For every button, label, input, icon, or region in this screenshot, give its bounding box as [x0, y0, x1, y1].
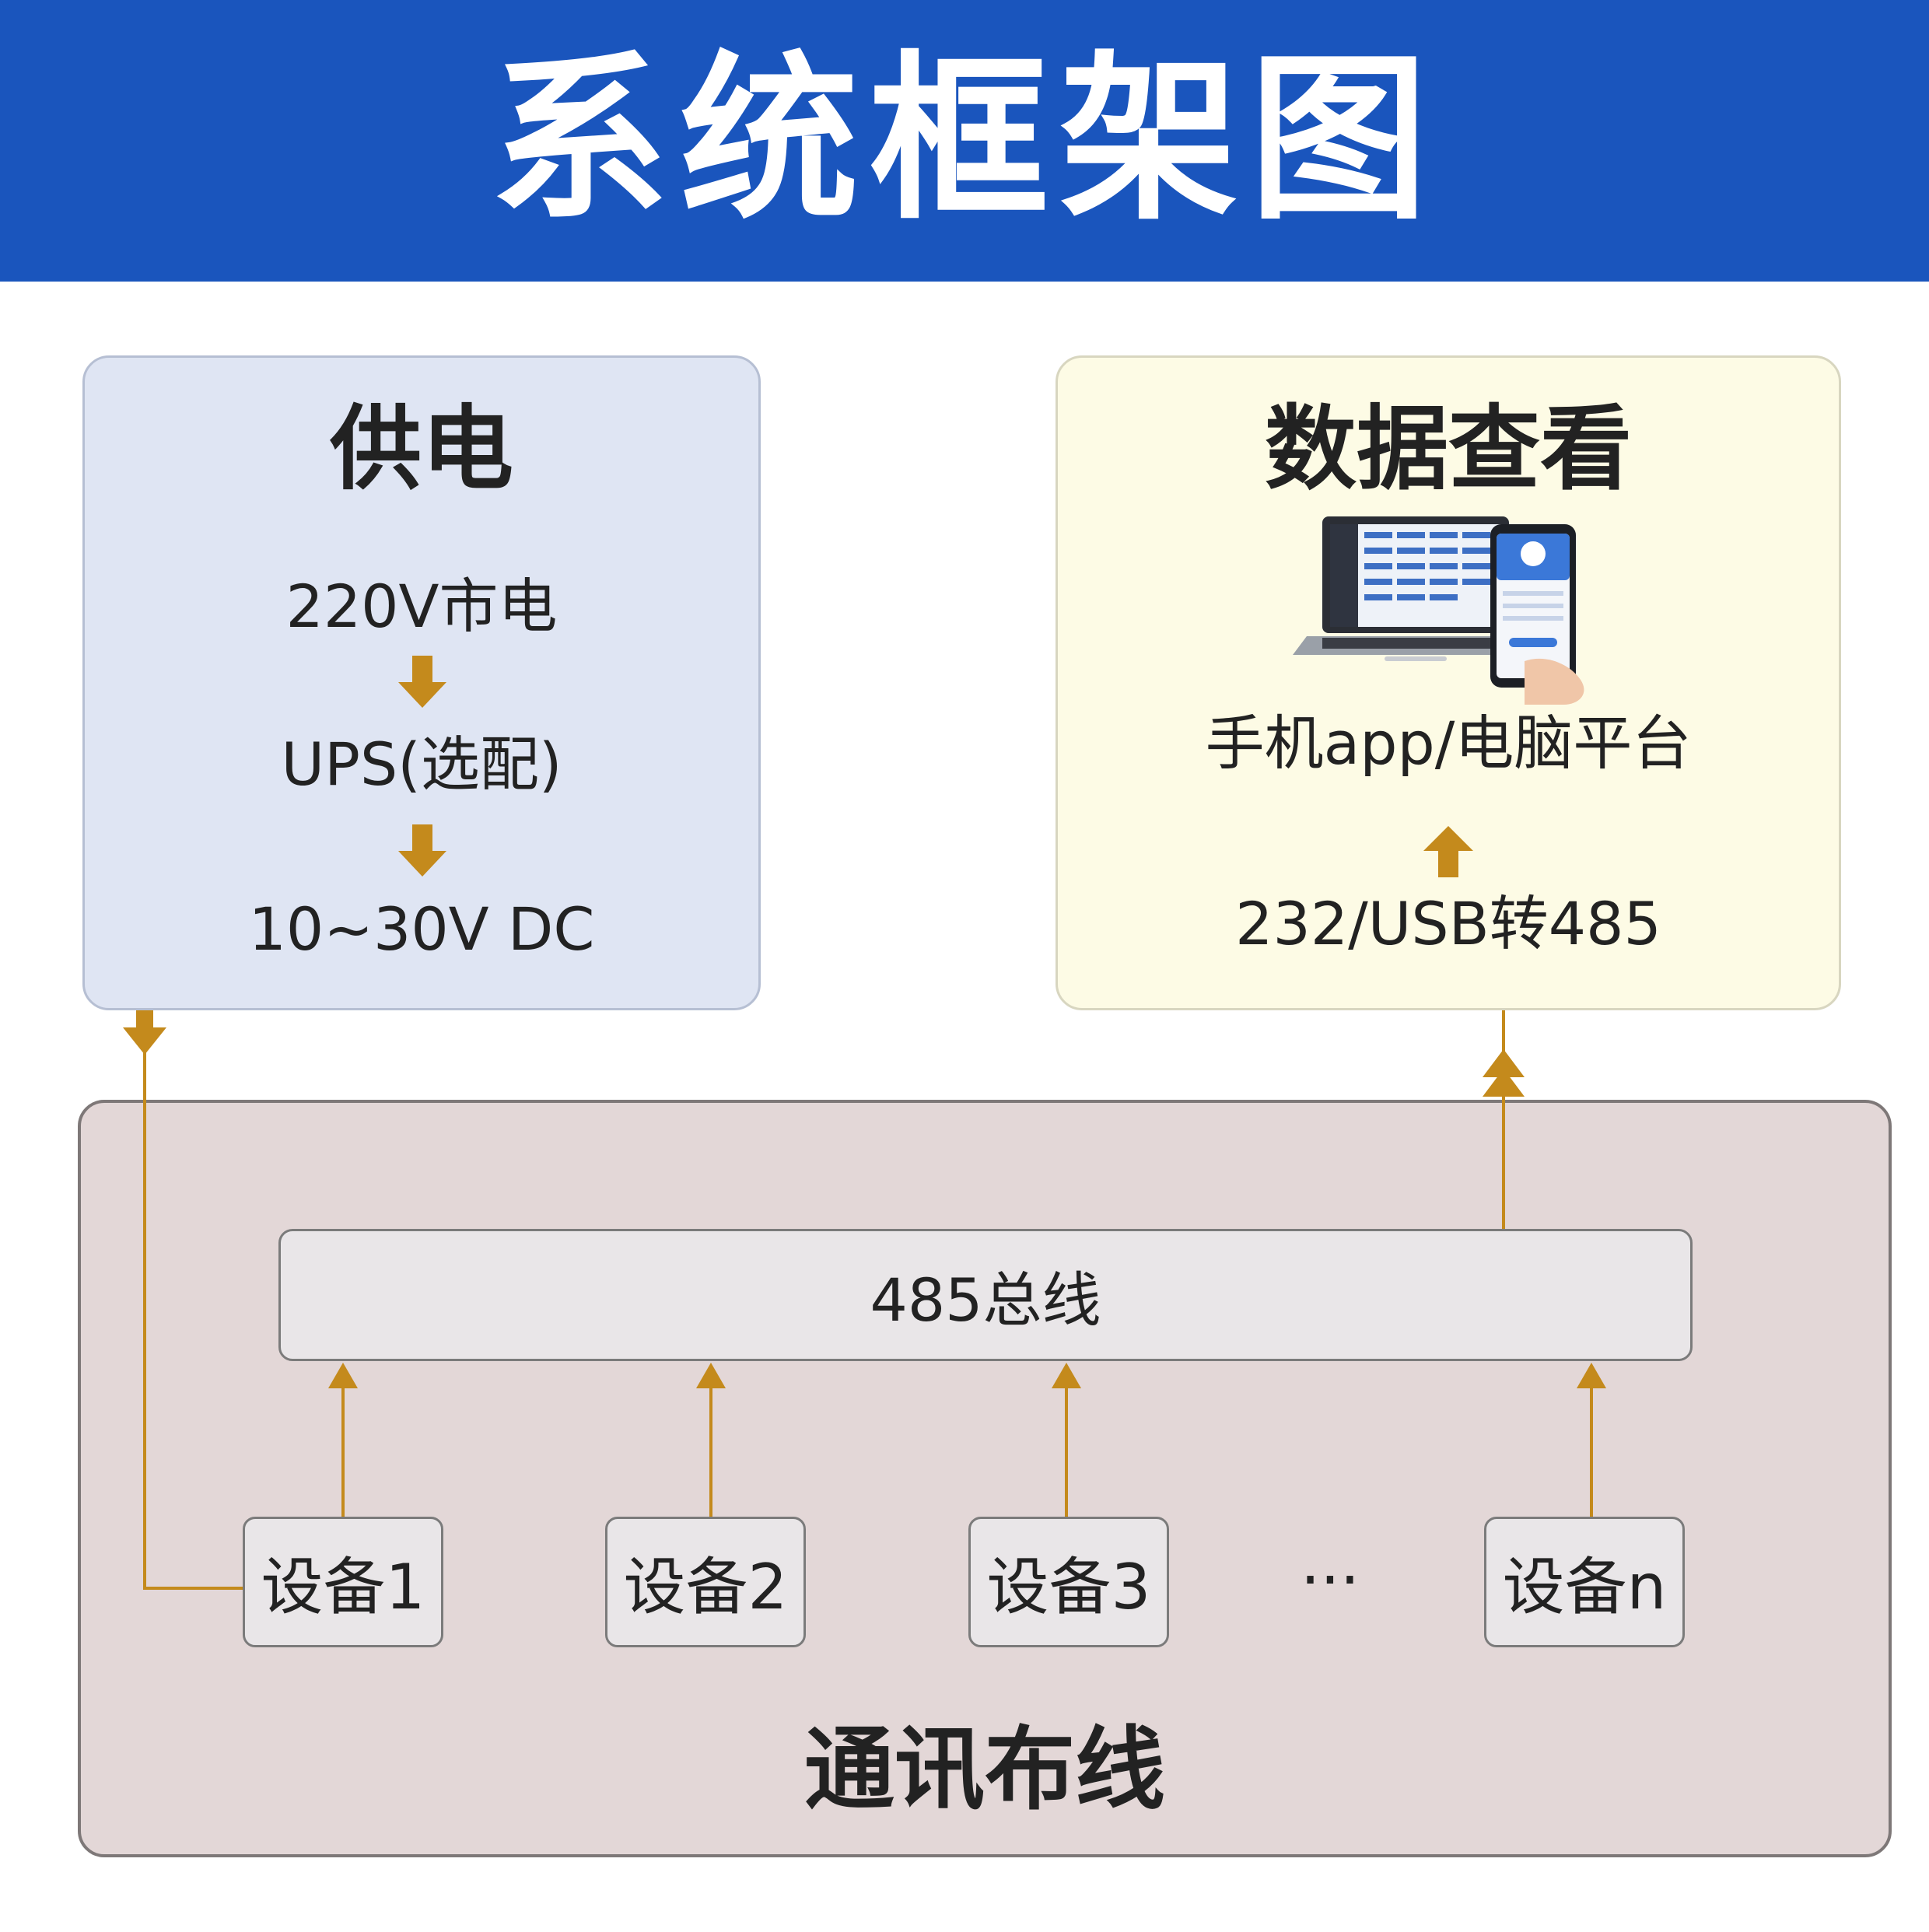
device-2: 设备2: [605, 1517, 806, 1647]
device-label: 设备3: [986, 1551, 1151, 1623]
viewing-platform: 手机app/电脑平台: [1205, 709, 1692, 778]
viewing-title: 数据查看: [1264, 395, 1632, 502]
data-viewing-panel: [1056, 355, 1841, 1010]
power-step-ups: UPS(选配): [281, 730, 562, 799]
arrow-down-icon: [123, 1010, 166, 1055]
viewing-converter: 232/USB转485: [1235, 889, 1661, 958]
device-3: 设备3: [968, 1517, 1169, 1647]
arrow-up-icon: [1577, 1363, 1606, 1388]
device-1: 设备1: [243, 1517, 443, 1647]
arrow-up-icon: [1423, 826, 1473, 877]
arrow-down-icon: [398, 824, 446, 877]
rs485-bus: 485总线: [278, 1229, 1693, 1361]
laptop-phone-icon: [1293, 516, 1584, 705]
page-title: 系统框架图: [489, 37, 1439, 244]
device-label: 设备2: [623, 1551, 788, 1623]
power-step-mains: 220V市电: [285, 572, 558, 641]
device-n: 设备n: [1484, 1517, 1685, 1647]
bus-label: 485总线: [870, 1265, 1101, 1335]
arrow-up-icon: [696, 1363, 726, 1388]
power-step-dc: 10~30V DC: [248, 894, 595, 964]
arrow-up-icon: [328, 1363, 358, 1388]
arrow-down-icon: [398, 656, 446, 708]
device-label: 设备1: [261, 1551, 425, 1623]
arrow-up-icon: [1052, 1363, 1081, 1388]
power-supply-panel: [82, 355, 761, 1010]
comm-title: 通讯布线: [804, 1717, 1165, 1822]
device-label: 设备n: [1502, 1551, 1667, 1623]
power-title: 供电: [329, 395, 513, 502]
more-devices-ellipsis: ···: [1300, 1544, 1360, 1616]
header-banner: 系统框架图: [0, 0, 1929, 282]
communication-wiring-panel: [78, 1100, 1892, 1857]
